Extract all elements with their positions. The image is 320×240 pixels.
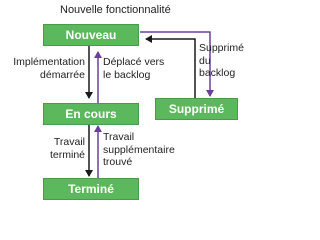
workflow-diagram: Nouvelle fonctionnalité Nouveau En cours… bbox=[13, 4, 244, 200]
transition-label-new-to-active: Implémentation démarrée bbox=[13, 56, 85, 81]
transition-label-closed-to-active: Travail supplémentaire trouvé bbox=[103, 131, 175, 168]
state-active: En cours bbox=[43, 103, 139, 125]
arrow-new-to-removed bbox=[140, 31, 214, 97]
transition-label-new-to-removed: Supprimé du backlog bbox=[199, 42, 244, 79]
arrow-removed-to-new bbox=[145, 35, 196, 98]
transition-label-new-work: Nouvelle fonctionnalité bbox=[60, 4, 171, 16]
transition-label-active-to-closed: Travail terminé bbox=[49, 136, 85, 161]
transition-label-active-to-new: Déplacé vers le backlog bbox=[103, 56, 165, 81]
state-removed: Supprimé bbox=[155, 98, 238, 120]
state-new: Nouveau bbox=[43, 24, 139, 46]
transition-arrows bbox=[85, 31, 214, 182]
state-closed: Terminé bbox=[43, 178, 139, 200]
